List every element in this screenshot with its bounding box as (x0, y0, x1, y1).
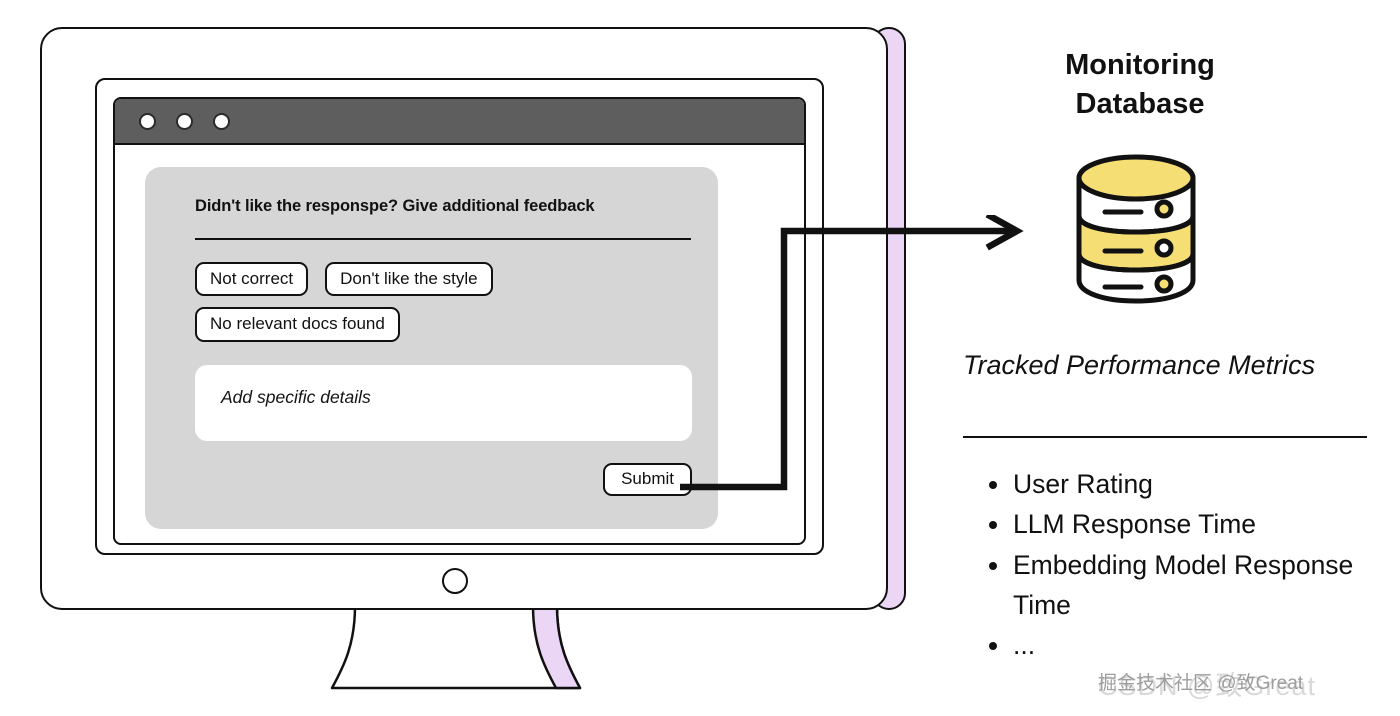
monitor-home-button[interactable] (442, 568, 468, 594)
feedback-chip-dont-like-style[interactable]: Don't like the style (325, 262, 493, 297)
list-item: User Rating (989, 464, 1400, 504)
list-item: LLM Response Time (989, 504, 1400, 544)
monitor-stand (330, 604, 600, 696)
feedback-details-input[interactable]: Add specific details (195, 364, 692, 441)
metrics-divider (963, 436, 1367, 438)
feedback-card-divider (195, 238, 691, 240)
database-title: Monitoring Database (1010, 46, 1270, 124)
minimize-dot-icon[interactable] (176, 112, 193, 130)
list-item: ... (989, 625, 1400, 665)
maximize-dot-icon[interactable] (213, 112, 230, 130)
feedback-card-actions: Submit (195, 462, 692, 496)
database-title-line-2: Database (1075, 88, 1205, 121)
feedback-chip-no-relevant-docs[interactable]: No relevant docs found (195, 307, 400, 342)
feedback-details-placeholder: Add specific details (221, 386, 371, 407)
metrics-heading: Tracked Performance Metrics (963, 350, 1316, 380)
feedback-chip-group: Not correct Don't like the style No rele… (195, 262, 695, 342)
watermark-background: CSDN @致Great (1098, 671, 1316, 701)
close-dot-icon[interactable] (139, 112, 156, 130)
list-item: Embedding Model Response Time (989, 545, 1400, 626)
metrics-list: User Rating LLM Response Time Embedding … (975, 464, 1400, 665)
browser-window: Didn't like the responspe? Give addition… (113, 97, 806, 545)
feedback-chip-not-correct[interactable]: Not correct (195, 262, 309, 297)
database-cylinder-icon (1073, 152, 1199, 306)
browser-titlebar (115, 99, 804, 145)
feedback-card: Didn't like the responspe? Give addition… (145, 167, 718, 529)
submit-button[interactable]: Submit (603, 462, 692, 496)
watermark-foreground: 掘金技术社区 @致Great (1098, 673, 1304, 694)
feedback-card-title: Didn't like the responspe? Give addition… (195, 197, 595, 215)
database-title-line-1: Monitoring (1065, 49, 1215, 81)
